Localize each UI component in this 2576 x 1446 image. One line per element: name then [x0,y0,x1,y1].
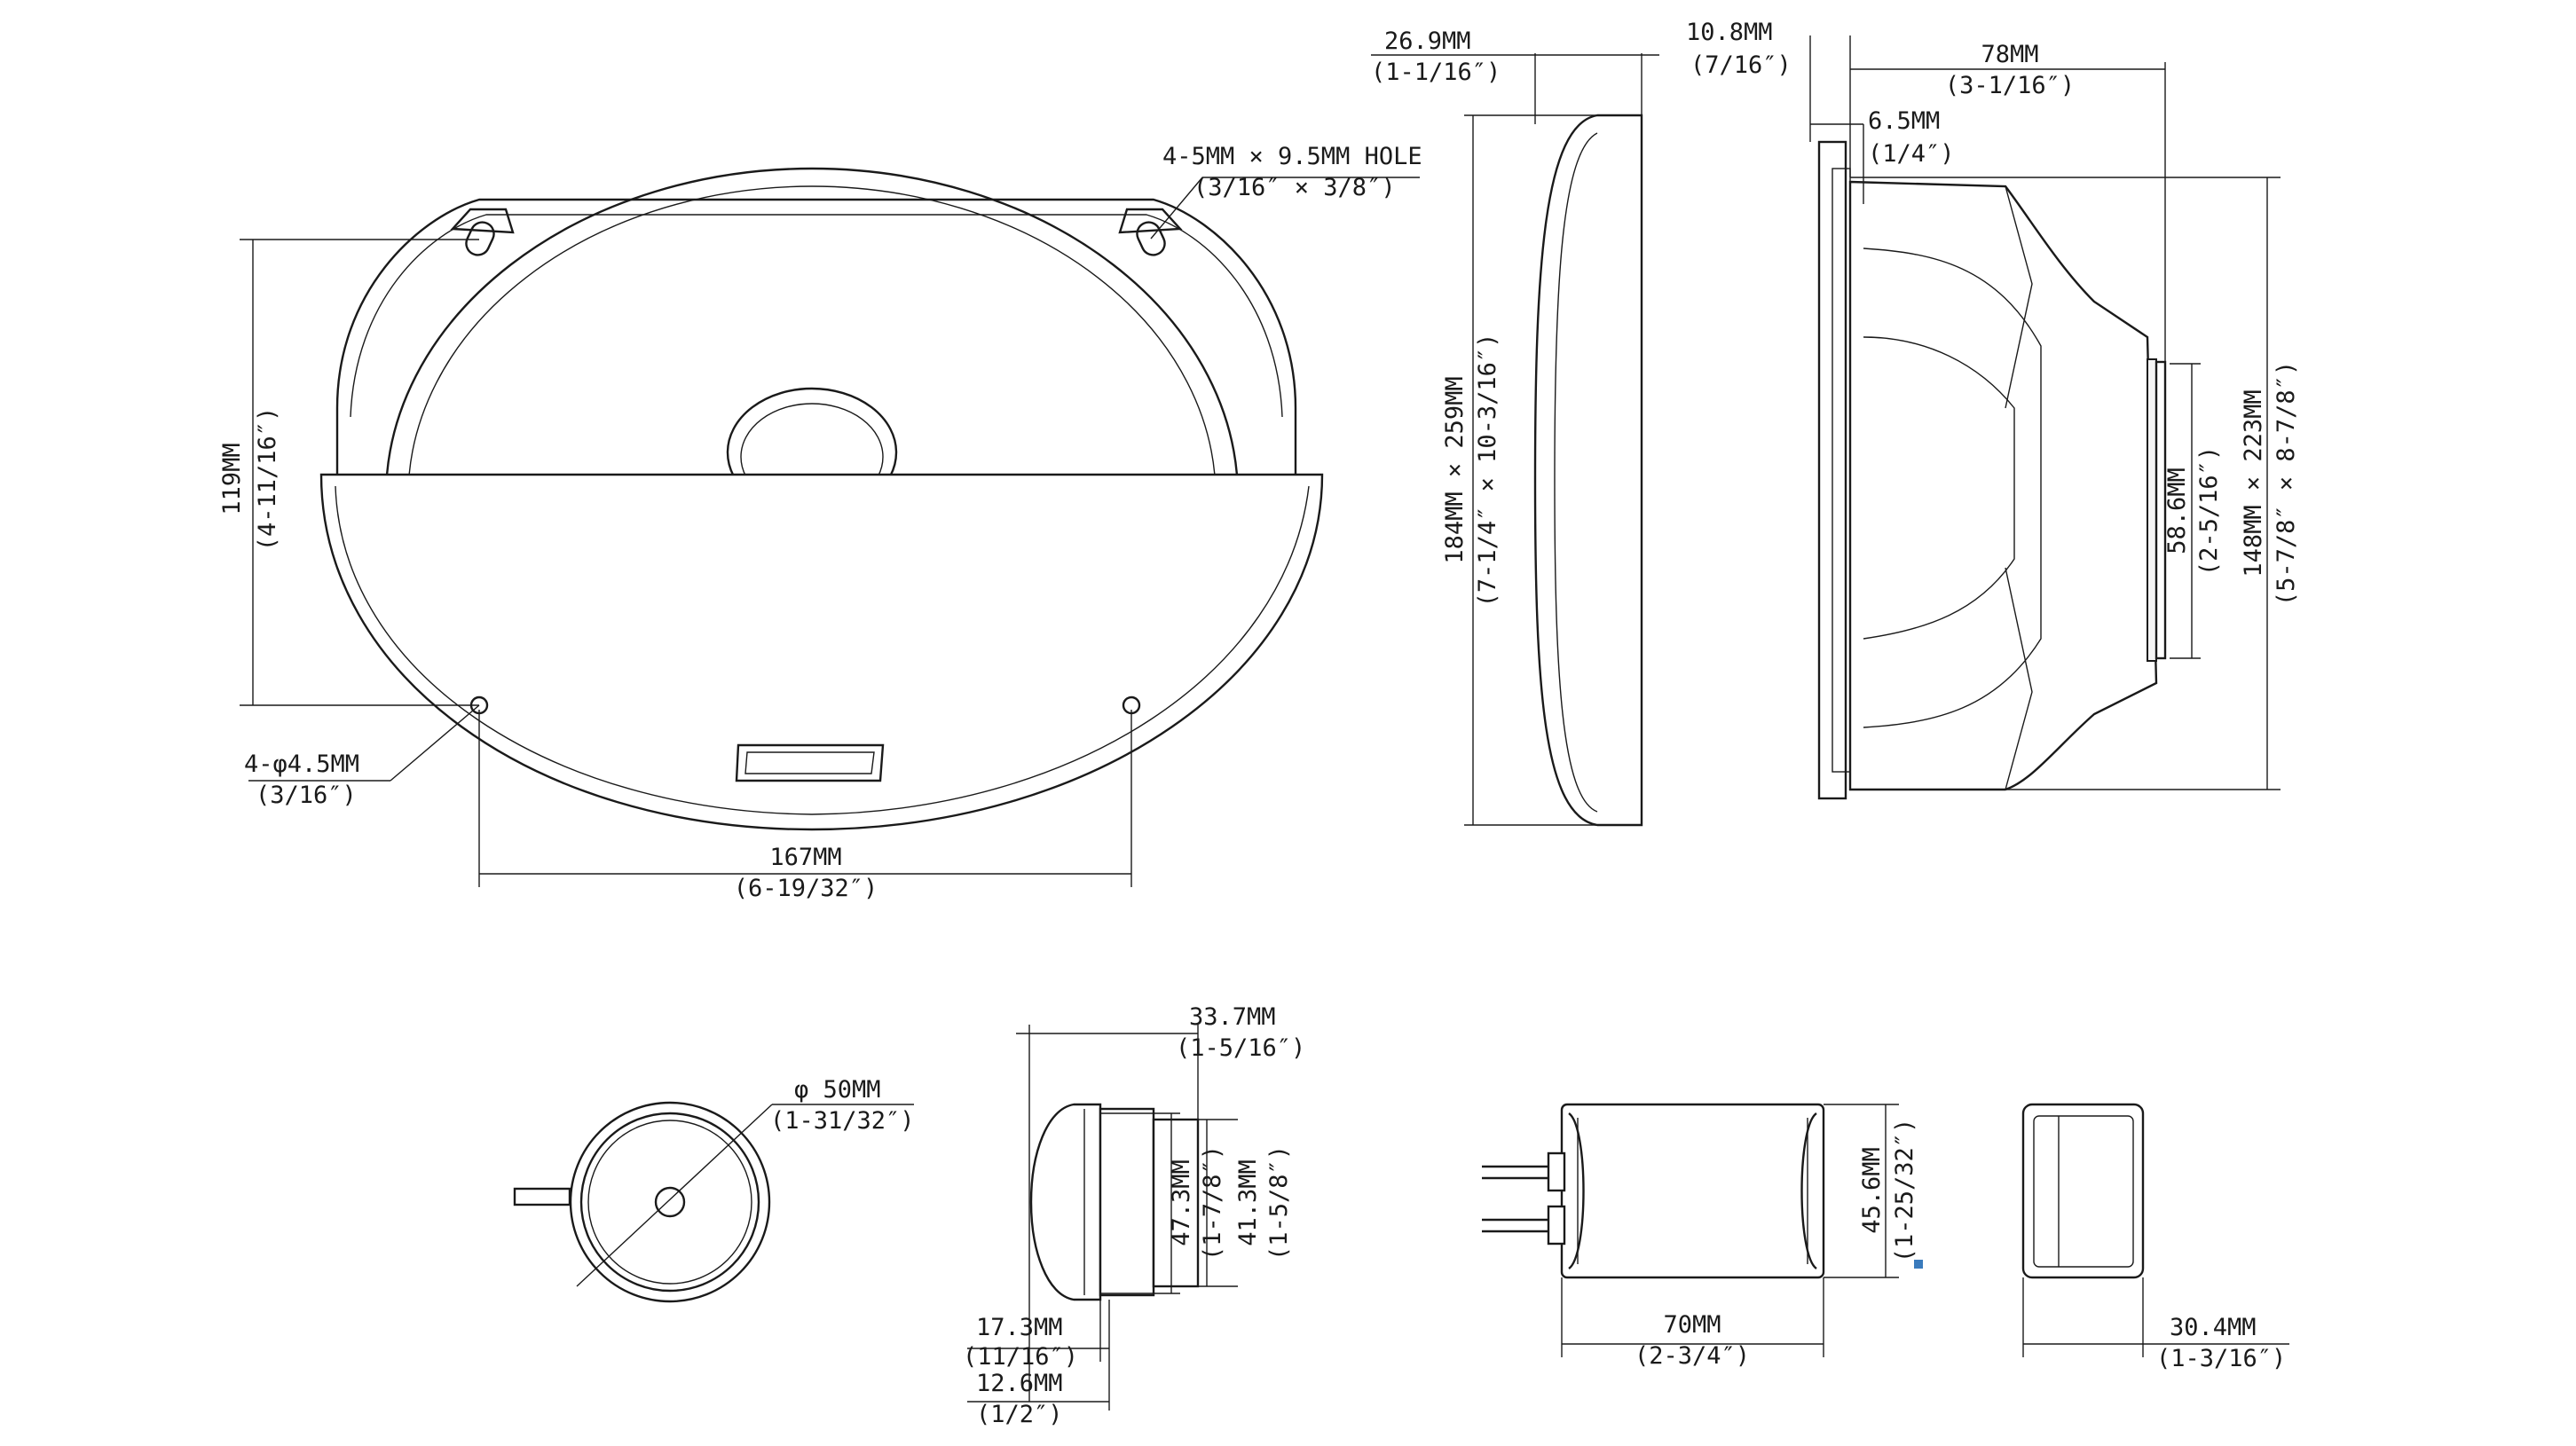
height-119-label: 119MM [218,443,246,515]
width-167-label-inch: (6-19/32″) [734,875,878,902]
size-184-label: 184MM × 259MM [1441,376,1469,563]
depth-269-label-inch: (1-1/16″) [1371,59,1501,86]
tweeter-173-label: 17.3MM [976,1314,1063,1341]
tweeter-phi50-label-inch: (1-31/32″) [770,1107,915,1135]
crossover-456-label: 45.6MM [1858,1147,1886,1234]
phi45-label-inch: (3/16″) [256,782,357,809]
depth-65-label-inch: (1/4″) [1868,140,1955,168]
tweeter-126-label-inch: (1/2″) [976,1401,1063,1428]
width-167-label: 167MM [769,844,841,871]
tweeter-173-label-inch: (11/16″) [963,1343,1078,1371]
magnet-586-label: 58.6MM [2163,468,2191,554]
crossover-top-view [1482,1103,1923,1357]
tweeter-337-label-inch: (1-5/16″) [1176,1034,1305,1062]
tweeter-473-label-inch: (1-7/8″) [1199,1145,1226,1261]
tweeter-front-view [513,1101,914,1303]
phi45-label: 4-φ4.5MM [244,751,359,778]
depth-78-label-inch: (3-1/16″) [1945,72,2075,99]
size-184-label-inch: (7-1/4″ × 10-3/16″) [1474,334,1501,608]
hole-label: 4-5MM × 9.5MM HOLE [1162,143,1422,170]
size-148-label-inch: (5-7/8″ × 8-7/8″) [2273,361,2300,606]
grille-side-view [1371,53,1659,827]
tweeter-phi50-label: φ 50MM [794,1076,881,1104]
depth-108-label-inch: (7/16″) [1690,51,1792,79]
hole-label-inch: (3/16″ × 3/8″) [1193,174,1396,201]
crossover-70-label-inch: (2-3/4″) [1635,1342,1750,1370]
depth-65-label: 6.5MM [1868,107,1940,135]
tweeter-413-label-inch: (1-5/8″) [1265,1145,1293,1261]
crossover-304-label-inch: (1-3/16″) [2156,1345,2286,1372]
height-119-label-inch: (4-11/16″) [254,407,281,552]
tweeter-473-label: 47.3MM [1168,1159,1195,1246]
crossover-304-label: 30.4MM [2170,1314,2257,1341]
woofer-side-view [1809,35,2281,800]
crossover-70-label: 70MM [1663,1311,1721,1339]
crossover-side-view [2021,1103,2289,1357]
depth-108-label: 10.8MM [1686,19,1773,46]
crossover-456-label-inch: (1-25/32″) [1891,1119,1918,1263]
size-148-label: 148MM × 223MM [2240,389,2267,577]
front-view [240,167,1420,887]
tweeter-126-label: 12.6MM [976,1370,1063,1397]
tweeter-side-view [967,1025,1238,1411]
tweeter-337-label: 33.7MM [1189,1003,1276,1031]
depth-78-label: 78MM [1981,41,2038,68]
magnet-586-label-inch: (2-5/16″) [2195,446,2223,576]
tweeter-413-label: 41.3MM [1234,1159,1262,1246]
depth-269-label: 26.9MM [1384,28,1471,55]
